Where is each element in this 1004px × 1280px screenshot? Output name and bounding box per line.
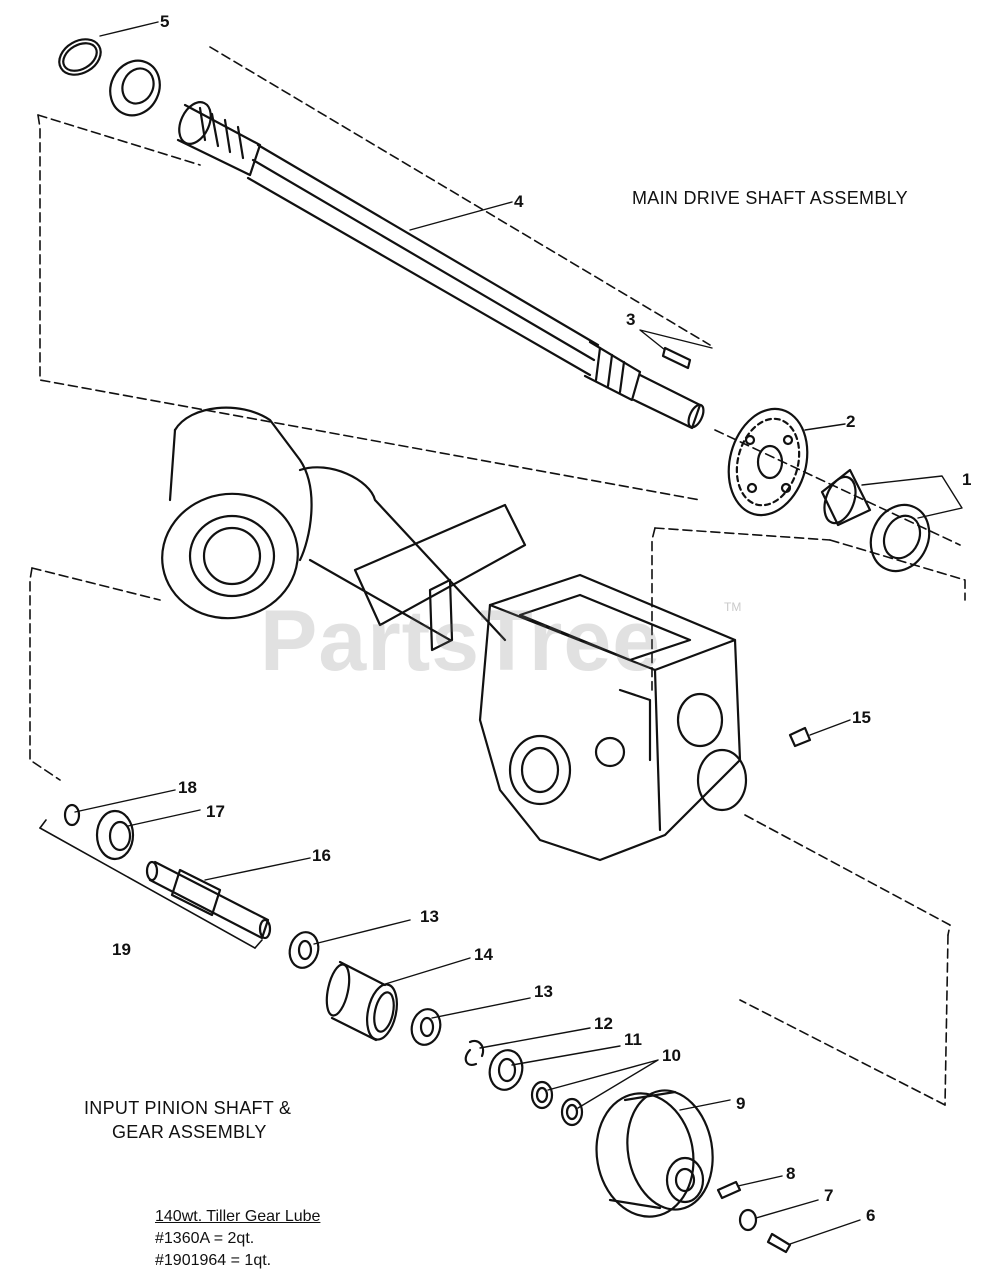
part-6-bolt [766,1232,792,1254]
callout-2: 2 [846,412,856,431]
lube-line-2: #1901964 = 1qt. [155,1252,272,1269]
callout-13-lower: 13 [534,982,553,1001]
callout-11: 11 [624,1030,642,1049]
part-2-gear [727,407,809,517]
part-12-snap-ring [464,1039,485,1066]
callout-1: 1 [962,470,972,489]
bearing-cup-top [109,59,161,117]
part-5-o-ring [58,38,102,76]
callout-14: 14 [474,945,493,964]
part-13-washer-b [410,1008,442,1046]
part-18-retaining-ring [63,803,81,827]
part-14-bushing [325,960,398,1042]
input-pinion-title-line1: INPUT PINION SHAFT & [84,1098,292,1118]
callout-15: 15 [852,708,871,727]
part-1-bearing [820,468,931,573]
part-16-input-shaft [145,860,272,940]
callout-4: 4 [514,192,524,211]
callout-8: 8 [786,1164,796,1183]
gear-housing [161,406,748,862]
part-15-plug [788,726,812,748]
callout-10: 10 [662,1046,681,1065]
part-9-pulley [595,1089,714,1218]
part-13-washer-a [288,931,320,969]
callout-17: 17 [206,802,225,821]
callout-19: 19 [112,940,131,959]
upper-assembly-outline [37,46,961,546]
part-11-bearing [488,1049,524,1091]
leader-lines [74,21,963,1245]
part-8-set-screw [716,1180,742,1200]
callout-9: 9 [736,1094,746,1113]
input-pinion-title-line2: GEAR ASSEMBLY [112,1122,267,1142]
callout-3: 3 [626,310,636,329]
callout-16: 16 [312,846,331,865]
watermark: PartsTree [260,593,662,689]
part-19-bracket [39,819,263,949]
watermark-trademark: TM [724,600,742,614]
callout-13-upper: 13 [420,907,439,926]
lube-heading: 140wt. Tiller Gear Lube [155,1208,321,1225]
lower-assembly-outline [29,527,966,1106]
part-3-key [661,346,692,370]
part-10-washers [530,1080,584,1127]
callout-18: 18 [178,778,197,797]
callout-6: 6 [866,1206,876,1225]
callout-5: 5 [160,12,170,31]
lube-line-1: #1360A = 2qt. [155,1230,255,1247]
callout-12: 12 [594,1014,613,1033]
main-drive-shaft-title: MAIN DRIVE SHAFT ASSEMBLY [632,188,908,208]
part-17-pinion-gear [95,809,135,861]
callout-7: 7 [824,1186,834,1205]
part-4-main-drive-shaft [176,101,705,430]
part-7-washer [738,1208,758,1232]
